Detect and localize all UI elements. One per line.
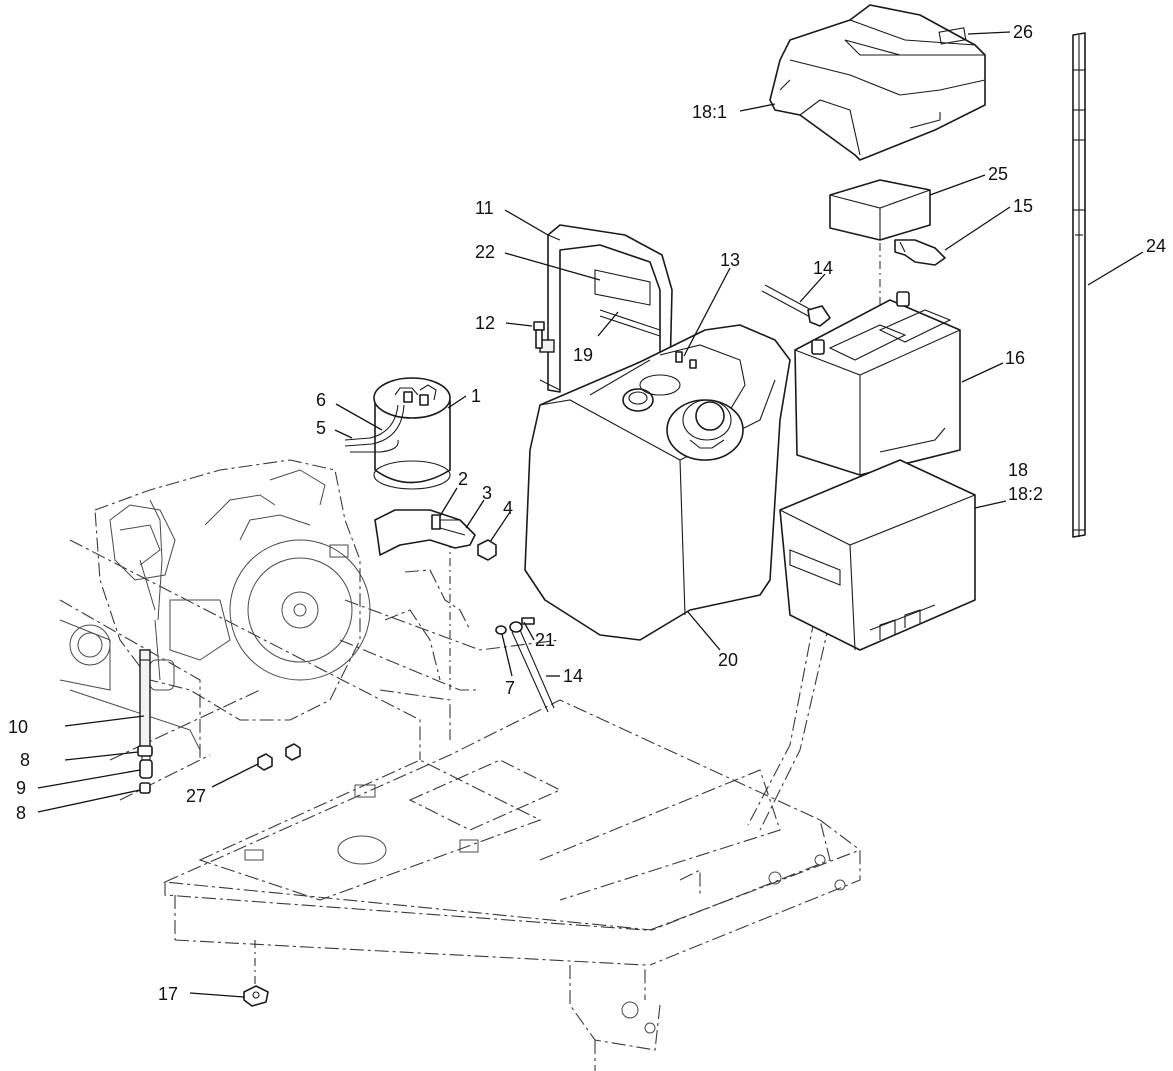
- callout-16: 16: [1005, 348, 1025, 368]
- nuts-27: [257, 743, 301, 771]
- callout-18: 18: [1008, 460, 1028, 480]
- callout-10: 10: [8, 717, 28, 737]
- callout-9: 9: [16, 778, 26, 798]
- ground-cable-terminal: [495, 617, 555, 713]
- callout-3: 3: [482, 483, 492, 503]
- callout-15: 15: [1013, 196, 1033, 216]
- leader-lines: [37, 31, 1144, 998]
- callout-14-top: 14: [813, 258, 833, 278]
- callout-19: 19: [573, 345, 593, 365]
- callout-4: 4: [503, 498, 513, 518]
- fuel-filter-canister: [373, 377, 451, 490]
- callout-21: 21: [535, 630, 555, 650]
- callout-1: 1: [471, 386, 481, 406]
- fitting-9: [139, 755, 153, 779]
- callout-8-top: 8: [20, 750, 30, 770]
- battery-strap: [1072, 32, 1086, 538]
- callout-5: 5: [316, 418, 326, 438]
- battery-cover-lid: [769, 4, 986, 161]
- callout-14-bottom: 14: [563, 666, 583, 686]
- callout-11: 11: [475, 198, 494, 218]
- battery-cable-top: [761, 284, 831, 327]
- clamp-8-bottom: [139, 782, 151, 794]
- battery: [794, 291, 961, 476]
- callout-7: 7: [505, 678, 515, 698]
- callout-25: 25: [988, 164, 1008, 184]
- terminal-cover-block: [829, 179, 931, 241]
- decal-strip: [594, 269, 651, 306]
- callout-17: 17: [158, 984, 178, 1004]
- engine-phantom: [59, 459, 371, 751]
- terminal-boot: [894, 239, 946, 266]
- battery-box: [779, 459, 976, 651]
- callout-20: 20: [718, 650, 738, 670]
- callout-6: 6: [316, 390, 326, 410]
- foam-strip: [599, 309, 661, 337]
- callout-12: 12: [475, 313, 495, 333]
- callout-2: 2: [458, 469, 468, 489]
- callout-8-bottom: 8: [16, 803, 26, 823]
- fuel-hoses: [344, 404, 405, 453]
- callout-22: 22: [475, 242, 495, 262]
- clip-17: [243, 985, 269, 1007]
- callout-18-2: 18:2: [1008, 484, 1043, 504]
- callout-27: 27: [186, 786, 206, 806]
- callout-18-1: 18:1: [692, 102, 727, 122]
- clamp-bracket: [374, 509, 476, 556]
- bolt-12: [533, 321, 545, 349]
- callout-labels: 26 18:1 25 15 24 11 22 13 14 12 19 16 6 …: [8, 22, 1166, 1004]
- callout-13: 13: [720, 250, 740, 270]
- fuel-tank: [524, 324, 791, 641]
- fuel-line-10: [139, 649, 151, 749]
- nut-4: [477, 539, 497, 561]
- bolt-2: [431, 514, 460, 530]
- callout-24: 24: [1146, 236, 1166, 256]
- callout-26: 26: [1013, 22, 1033, 42]
- clamp-8-top: [137, 745, 153, 757]
